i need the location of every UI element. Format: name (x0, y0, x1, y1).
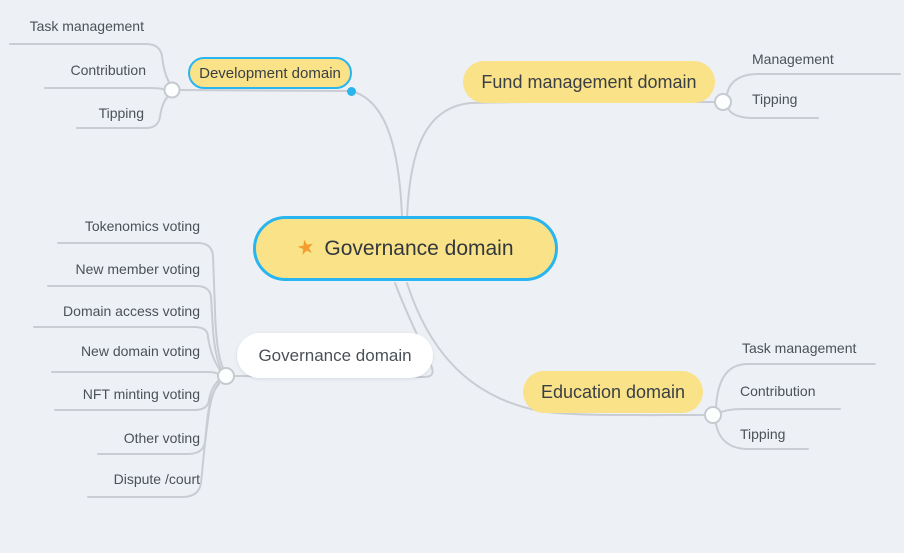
node-governance-sub-label: Governance domain (258, 345, 412, 365)
child-line-gov-new-domain (51, 371, 219, 375)
child-line-dev-contribution (44, 87, 165, 91)
underline-development-node (178, 89, 350, 92)
topic-fund-tipping[interactable]: Tipping (752, 91, 798, 107)
connector-circle-fund[interactable] (714, 93, 732, 111)
branch-line-development (350, 90, 403, 218)
topic-gov-nft-minting-voting[interactable]: NFT minting voting (82, 386, 200, 402)
topic-dev-task-management[interactable]: Task management (29, 18, 144, 34)
child-line-gov-dispute (87, 383, 220, 498)
connector-circle-governance[interactable] (217, 367, 235, 385)
node-fund-management-domain[interactable]: Fund management domain (463, 61, 715, 103)
topic-dev-contribution[interactable]: Contribution (70, 62, 147, 78)
child-line-gov-new-member (47, 285, 222, 370)
star-icon: ★ (295, 235, 318, 261)
branch-line-governance (233, 282, 434, 379)
child-line-dev-tipping (76, 94, 170, 129)
node-root-label: Governance domain (324, 236, 514, 260)
connector-circle-development[interactable] (163, 81, 181, 99)
topic-dev-tipping[interactable]: Tipping (98, 105, 144, 121)
node-development-domain[interactable]: Development domain (188, 57, 352, 89)
topic-gov-domain-access-voting[interactable]: Domain access voting (63, 303, 200, 319)
child-line-gov-nft-minting (54, 380, 219, 411)
child-line-gov-domain-access (33, 326, 221, 371)
child-line-fund-management (726, 73, 901, 96)
topic-gov-new-domain-voting[interactable]: New domain voting (80, 343, 200, 359)
child-line-edu-contribution (720, 408, 841, 413)
child-line-edu-task (715, 363, 876, 408)
topic-edu-task-management[interactable]: Task management (742, 340, 857, 356)
connector-circle-education[interactable] (704, 406, 722, 424)
topic-gov-other-voting[interactable]: Other voting (123, 430, 200, 446)
topic-edu-contribution[interactable]: Contribution (740, 383, 816, 399)
child-line-gov-tokenomics (57, 242, 224, 369)
child-line-dev-task (9, 43, 171, 85)
topic-fund-management[interactable]: Management (752, 51, 834, 67)
branch-line-fund (406, 100, 716, 218)
topic-gov-dispute-court[interactable]: Dispute /court (113, 471, 200, 487)
node-development-label: Development domain (199, 64, 341, 82)
child-line-edu-tipping (715, 423, 809, 450)
node-education-label: Education domain (540, 381, 686, 402)
selection-handle-dot[interactable] (347, 87, 356, 96)
node-education-domain[interactable]: Education domain (523, 371, 703, 413)
node-root-governance-domain[interactable]: ★ Governance domain (253, 216, 558, 281)
node-fund-label: Fund management domain (481, 71, 697, 92)
child-line-fund-tipping (727, 107, 819, 119)
node-governance-domain-sub[interactable]: Governance domain (237, 333, 433, 378)
topic-gov-new-member-voting[interactable]: New member voting (75, 261, 201, 277)
topic-edu-tipping[interactable]: Tipping (740, 426, 786, 442)
topic-gov-tokenomics-voting[interactable]: Tokenomics voting (84, 218, 200, 234)
